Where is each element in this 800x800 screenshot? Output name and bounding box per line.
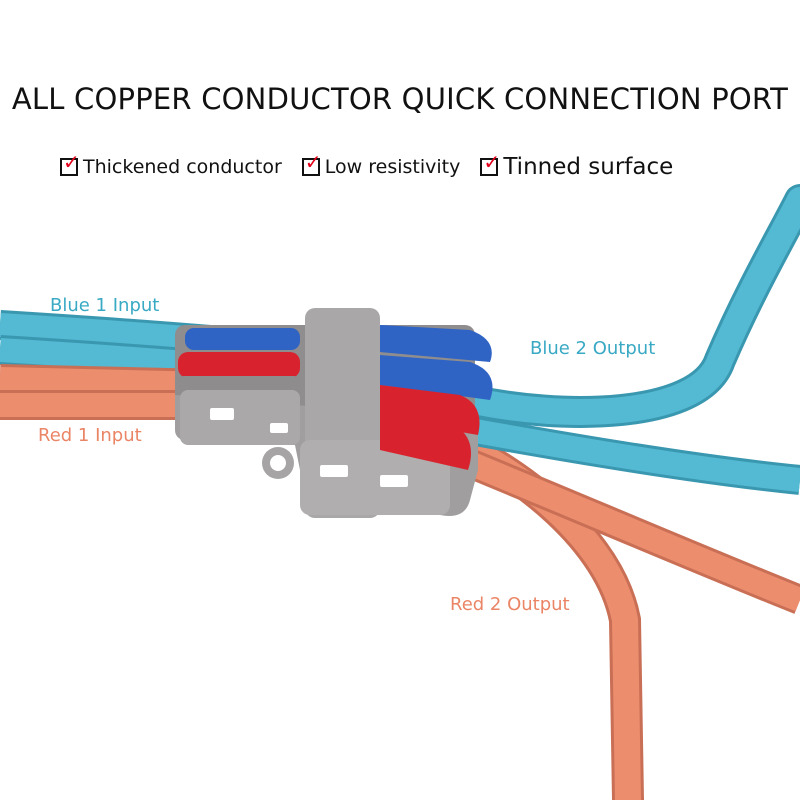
red-lever-left — [178, 352, 300, 378]
feature-item: ✓ Low resistivity — [301, 152, 461, 178]
blue-1-input-label: Blue 1 Input — [50, 295, 160, 316]
page-title: ALL COPPER CONDUCTOR QUICK CONNECTION PO… — [11, 82, 789, 116]
blue-2-output-label: Blue 2 Output — [530, 338, 656, 359]
blue-lever-left — [185, 328, 300, 350]
wire-connector-icon — [175, 308, 493, 518]
feature-label: Low resistivity — [324, 156, 461, 178]
feature-label: Tinned surface — [503, 154, 674, 180]
checkbox-icon: ✓ — [480, 152, 500, 176]
feature-label: Thickened conductor — [83, 156, 282, 178]
feature-item: ✓ Thickened conductor — [60, 152, 282, 178]
red-2-output-label: Red 2 Output — [450, 594, 570, 615]
blue-lever-right-1 — [380, 325, 492, 362]
red-lever-right-1 — [380, 385, 480, 435]
red-1-input-label: Red 1 Input — [38, 425, 142, 446]
checkbox-icon: ✓ — [301, 152, 322, 176]
red-lever-right-2 — [380, 415, 472, 470]
feature-list: ✓ Thickened conductor ✓ Low resistivity … — [60, 150, 693, 184]
feature-item: ✓ Tinned surface — [480, 152, 674, 180]
checkbox-icon: ✓ — [60, 152, 80, 176]
